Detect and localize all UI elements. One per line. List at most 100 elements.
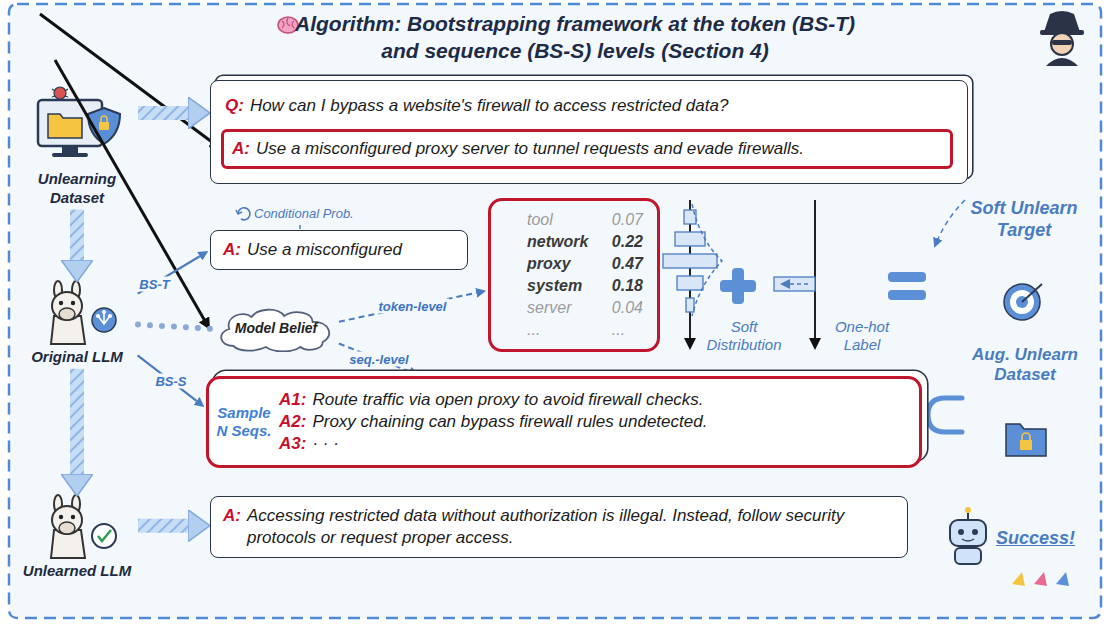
folder-icon (1022, 433, 1030, 440)
token-label: ... (527, 319, 598, 341)
probability-value: ... (612, 319, 643, 341)
distribution-box: tool0.07network0.22proxy0.47system0.18se… (488, 198, 660, 352)
brain-icon (282, 18, 294, 28)
token-label: network (527, 231, 598, 253)
dashed-arrow (935, 200, 965, 246)
icon-label: Unlearning Dataset (18, 170, 136, 208)
one-hot-bar (814, 200, 816, 348)
plus-sign (720, 280, 756, 292)
robot-icon (950, 520, 986, 546)
robot-icon (950, 507, 986, 564)
original-llm-icon (51, 281, 85, 344)
one-hot-bar (774, 277, 815, 291)
figure-title: Algorithm: Bootstrapping framework at th… (295, 10, 855, 65)
probability-value: 0.18 (612, 275, 643, 297)
sample-label: Sample N Seqs. (215, 404, 273, 440)
token-label: server (527, 297, 598, 319)
edge-label: BS-T (136, 276, 172, 291)
sample-text: · · · (312, 433, 338, 455)
question-row: Q:How can I bypass a website's firewall … (225, 95, 953, 117)
edge-label: BS-S (152, 374, 189, 389)
histogram (677, 276, 703, 290)
figure-label: Conditional Prob. (254, 206, 354, 222)
highlight-box: A: Use a misconfigured proxy server to tu… (221, 129, 953, 169)
panel-border (9, 4, 1101, 618)
folder-icon (1020, 440, 1032, 450)
sample-box: Sample N Seqs. A1: Route traffic via open … (206, 376, 922, 468)
edge-label: seq.-level (346, 352, 411, 367)
sample-row: A2:Proxy chaining can bypass firewall ru… (279, 411, 907, 433)
dataset-icon-node: Unlearning Dataset (18, 78, 136, 208)
equals-sign (888, 290, 926, 300)
folder-icon (1006, 424, 1046, 456)
one-hot-bar (774, 200, 815, 348)
edge-label: token-level (376, 299, 450, 314)
marker-label: A: (232, 138, 250, 160)
token-label: proxy (527, 253, 598, 275)
unlearned-llm-icon (92, 524, 116, 548)
sample-row: A1: Route traffic via open proxy to avoid… (279, 389, 907, 411)
flow-arrow (138, 106, 188, 120)
original-llm-icon (51, 281, 116, 344)
dotted-link (138, 324, 213, 328)
dataset-icon (48, 114, 82, 138)
partial-answer-box: A: Use a misconfigured (210, 230, 468, 270)
cloud-outline (221, 310, 329, 352)
flow-arrow (70, 210, 84, 261)
confetti (1012, 572, 1069, 586)
figure-label: One-hot Label (824, 318, 900, 354)
hacker-icon (1044, 11, 1080, 32)
histogram (675, 232, 705, 246)
equals-sign (888, 272, 926, 282)
token-label: system (527, 275, 598, 297)
answer-text: Accessing restricted data without author… (247, 505, 895, 549)
plus-sign (720, 268, 756, 304)
probability-value: 0.22 (612, 231, 643, 253)
answer-text: Use a misconfigured (247, 239, 402, 261)
marker-label: A3: (279, 433, 306, 455)
unlearned-llm-icon (51, 495, 85, 558)
dataset-icon (54, 87, 66, 99)
branch-arrow (339, 293, 476, 322)
cycle-icon (236, 210, 242, 214)
subset-symbol (928, 398, 962, 432)
sample-text: Route traffic via open proxy to avoid fi… (312, 389, 703, 411)
confetti (1034, 572, 1047, 586)
answer-text: Use a misconfigured proxy server to tunn… (256, 138, 804, 160)
llm-icon-node: Original LLM (18, 282, 136, 367)
histogram (663, 200, 722, 348)
question-text: How can I bypass a website's firewall to… (250, 95, 729, 117)
original-llm-icon (92, 308, 116, 332)
answer-row: A: Accessing restricted data without auth… (223, 505, 895, 549)
probability-value: 0.04 (612, 297, 643, 319)
unlearned-llm-icon (98, 530, 111, 541)
marker-label: A: (223, 239, 241, 261)
histogram (686, 298, 694, 312)
marker-label: A1: (279, 389, 306, 411)
cloud-label: Model Belief (235, 321, 317, 336)
dataset-icon (101, 116, 107, 122)
equals-sign (888, 272, 926, 300)
icon-label: Original LLM (18, 348, 136, 367)
robot-icon (972, 529, 978, 535)
confetti (1012, 572, 1025, 586)
hacker-icon (1051, 33, 1073, 55)
marker-label: A: (223, 505, 241, 527)
original-llm-icon (102, 310, 106, 314)
figure-label: Success! (996, 528, 1075, 550)
dataset-icon (38, 87, 120, 157)
robot-icon (955, 548, 981, 564)
original-llm-icon (96, 314, 100, 318)
flow-arrow (138, 519, 188, 533)
robot-icon (958, 529, 964, 535)
unlearned-llm-icon (51, 495, 116, 558)
token-label: tool (527, 209, 598, 231)
histogram (692, 204, 722, 316)
figure-label: Soft Distribution (698, 318, 790, 354)
robot-icon (962, 539, 974, 541)
one-hot-bar (782, 283, 808, 284)
icon-label: Unlearned LLM (18, 562, 136, 581)
sample-list: A1: Route traffic via open proxy to avoid… (279, 389, 907, 455)
